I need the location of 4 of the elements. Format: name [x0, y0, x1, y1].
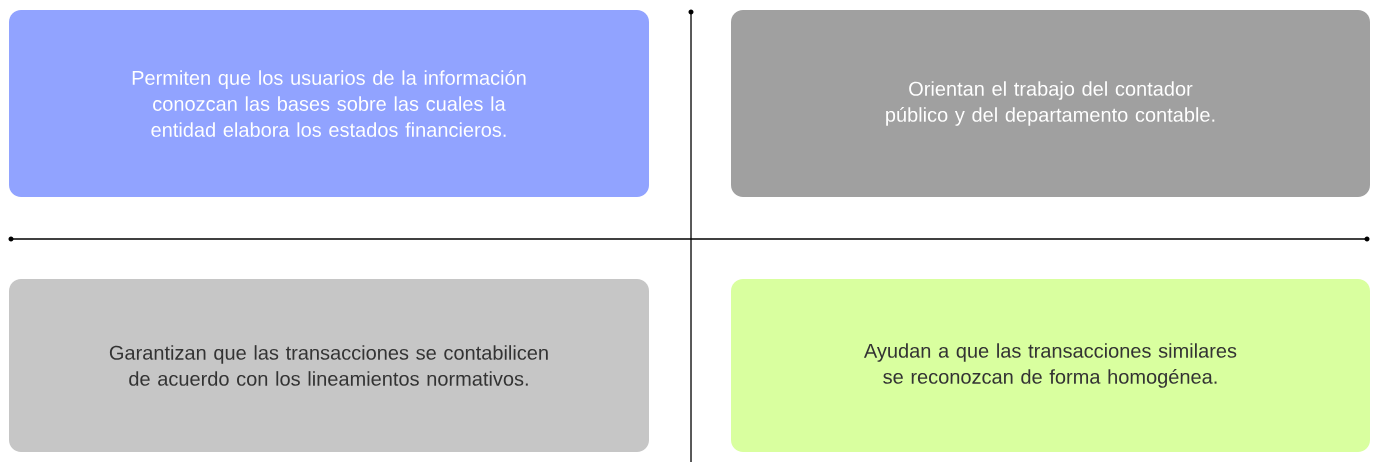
text-card: Orientan el trabajo del contador público y del departamento contable.: [731, 10, 1370, 197]
text-card: Ayudan a que las transacciones similares se reconozcan de forma homogénea.: [731, 279, 1370, 452]
text-card: Garantizan que las transacciones se contabilicen de acuerdo con los lineamientos normativos.: [9, 279, 649, 452]
text-card: Permiten que los usuarios de la información conozcan las bases sobre las cuales la entidad elabora los estados financieros.: [9, 10, 649, 197]
